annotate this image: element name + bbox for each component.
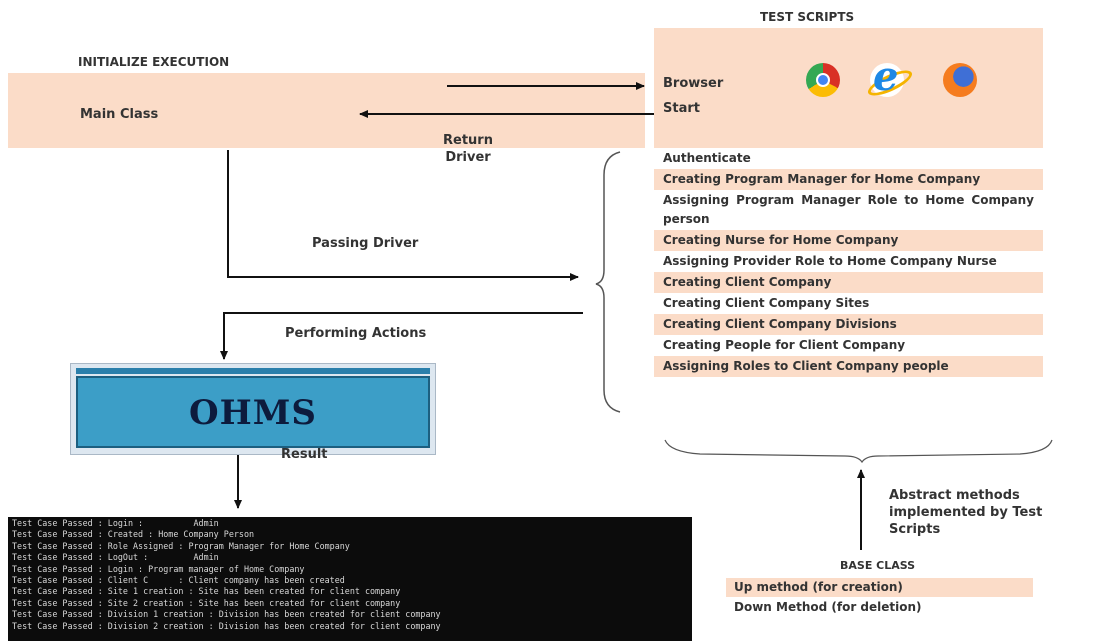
test-scripts-title: TEST SCRIPTS bbox=[760, 10, 855, 24]
step-item: Creating Program Manager for Home Compan… bbox=[654, 169, 1043, 190]
console-line: Test Case Passed : Login : Admin bbox=[12, 518, 219, 528]
steps-brace bbox=[595, 151, 621, 413]
console-line: Test Case Passed : Division 1 creation :… bbox=[12, 609, 441, 620]
ohms-top-bar bbox=[76, 368, 430, 374]
step-item: Assigning Roles to Client Company people bbox=[654, 356, 1043, 377]
arrow-performing-actions bbox=[220, 312, 583, 360]
browser-label-line2: Start bbox=[663, 101, 700, 116]
console-line: Test Case Passed : Site 1 creation : Sit… bbox=[12, 586, 401, 597]
return-label-line2: Driver bbox=[445, 150, 491, 165]
arrow-passing-driver bbox=[227, 150, 579, 281]
passing-driver-label: Passing Driver bbox=[312, 236, 419, 251]
firefox-icon bbox=[943, 63, 977, 97]
base-class-title: BASE CLASS bbox=[840, 559, 916, 572]
console-line: Test Case Passed : Role Assigned : Progr… bbox=[12, 540, 350, 551]
up-method-label: Up method (for creation) bbox=[726, 578, 1033, 597]
return-driver-label: Return Driver bbox=[438, 132, 498, 166]
result-label: Result bbox=[281, 447, 328, 462]
step-item: Creating People for Client Company bbox=[663, 338, 906, 352]
step-item: Creating Nurse for Home Company bbox=[654, 230, 1043, 251]
console-line: Test Case Passed : Login : Program manag… bbox=[12, 563, 305, 574]
internet-explorer-icon: e bbox=[870, 53, 904, 100]
main-class-label: Main Class bbox=[80, 107, 159, 122]
console-output: Test Case Passed : Login : Admin Test Ca… bbox=[8, 517, 692, 641]
step-item: Assigning Program Manager Role to Home C… bbox=[663, 193, 1034, 226]
test-steps-list: Authenticate Creating Program Manager fo… bbox=[654, 148, 1043, 377]
step-item: Creating Client Company bbox=[654, 272, 1043, 293]
step-item: Authenticate bbox=[663, 151, 751, 165]
initialize-execution-title: INITIALIZE EXECUTION bbox=[78, 55, 230, 69]
browser-label-line1: Browser bbox=[663, 76, 724, 91]
abstract-methods-label: Abstract methods implemented by Test Scr… bbox=[889, 488, 1043, 537]
return-label-line1: Return bbox=[443, 133, 493, 148]
down-method-label: Down Method (for deletion) bbox=[734, 600, 922, 614]
ohms-box bbox=[76, 376, 430, 448]
browser-start-label: Browser Start bbox=[663, 71, 753, 121]
chrome-icon bbox=[806, 63, 840, 97]
step-item: Creating Client Company Sites bbox=[663, 296, 870, 310]
console-line: Test Case Passed : Division 2 creation :… bbox=[12, 620, 441, 631]
console-line: Test Case Passed : LogOut : Admin bbox=[12, 552, 219, 563]
console-line: Test Case Passed : Site 2 creation : Sit… bbox=[12, 597, 401, 608]
step-item: Assigning Provider Role to Home Company … bbox=[663, 254, 997, 268]
ohms-label: OHMS bbox=[189, 393, 317, 433]
steps-bottom-brace bbox=[664, 439, 1053, 464]
browser-start-box bbox=[654, 28, 1043, 148]
performing-actions-label: Performing Actions bbox=[285, 326, 427, 341]
console-line: Test Case Passed : Created : Home Compan… bbox=[12, 529, 255, 540]
console-line: Test Case Passed : Client C : Client com… bbox=[12, 575, 345, 586]
step-item: Creating Client Company Divisions bbox=[654, 314, 1043, 335]
